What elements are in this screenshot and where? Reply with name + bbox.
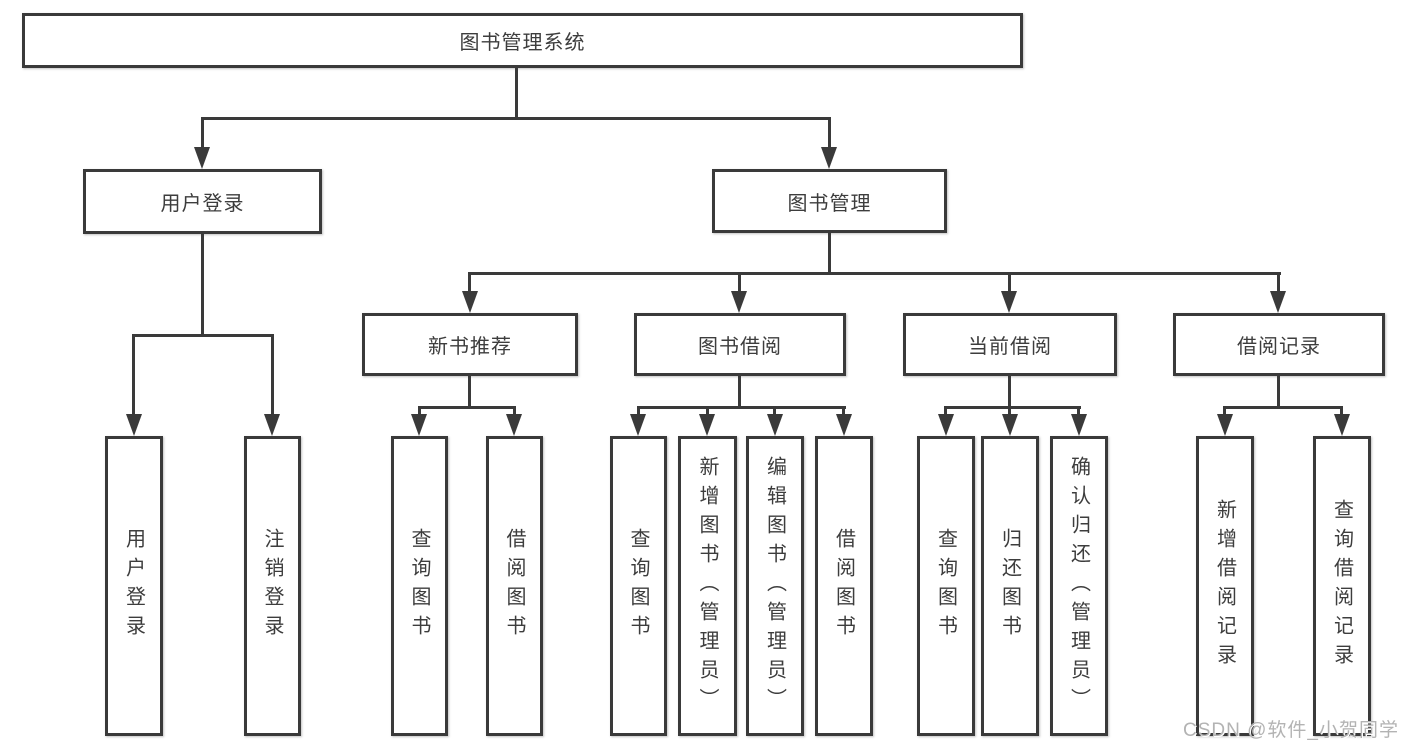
edge-stem-book-mgmt <box>828 117 831 148</box>
arrowhead-to-user-login <box>194 147 210 169</box>
node-label: 查询图书 <box>408 528 430 644</box>
node-book-borrowing: 图书借阅 <box>634 313 846 376</box>
edge-stem-book-borrow <box>738 272 741 292</box>
node-label: 当前借阅 <box>968 336 1052 358</box>
edge-stem-leaf <box>1077 406 1080 416</box>
arrowhead-to-leaf <box>506 414 522 436</box>
leaf-user-login: 用户登录 <box>105 436 163 736</box>
arrowhead-to-leaf <box>938 414 954 436</box>
arrowhead-to-current-borrow <box>1001 291 1017 313</box>
edge-stem-leaf <box>773 406 776 416</box>
edge-stem-leaf <box>944 406 947 416</box>
node-label: 新增图书（管理员） <box>696 455 718 717</box>
edge-level3-bus <box>468 272 1281 275</box>
node-label: 查询图书 <box>934 528 957 644</box>
arrowhead-to-book-borrow <box>731 291 747 313</box>
arrowhead-to-logout-leaf <box>264 414 280 436</box>
leaf-query-books: 查询图书 <box>391 436 448 736</box>
arrowhead-to-book-mgmt <box>821 147 837 169</box>
leaf-query-books: 查询图书 <box>610 436 667 736</box>
node-current-borrowing: 当前借阅 <box>903 313 1117 376</box>
node-label: 查询借阅记录 <box>1330 499 1353 673</box>
node-label: 注销登录 <box>261 528 283 644</box>
leaf-confirm-return-admin: 确认归还（管理员） <box>1050 436 1108 736</box>
node-borrow-records: 借阅记录 <box>1173 313 1385 376</box>
leaf-query-borrow-record: 查询借阅记录 <box>1313 436 1371 736</box>
edge-user-login-drop <box>201 234 204 334</box>
leaf-borrow-books: 借阅图书 <box>486 436 543 736</box>
node-user-login: 用户登录 <box>83 169 322 234</box>
node-label: 借阅图书 <box>832 528 855 644</box>
edge-root-drop <box>515 68 518 117</box>
edge-stem-leaf <box>1223 406 1226 416</box>
node-root-library-system: 图书管理系统 <box>22 13 1023 68</box>
node-label: 图书管理 <box>787 192 872 215</box>
node-label: 新增借阅记录 <box>1213 499 1236 673</box>
leaf-logout: 注销登录 <box>244 436 301 736</box>
edge-current-borrow-bus <box>944 406 1081 409</box>
edge-book-borrow-drop <box>738 376 741 406</box>
arrowhead-to-leaf <box>1334 414 1350 436</box>
leaf-add-borrow-record: 新增借阅记录 <box>1196 436 1254 736</box>
node-new-book-recommend: 新书推荐 <box>362 313 578 376</box>
arrowhead-to-leaf <box>767 414 783 436</box>
node-label: 确认归还（管理员） <box>1067 455 1090 717</box>
leaf-query-books: 查询图书 <box>917 436 975 736</box>
arrowhead-to-leaf <box>411 414 427 436</box>
node-label: 用户登录 <box>160 193 245 215</box>
node-label: 借阅图书 <box>503 528 525 644</box>
node-label: 查询图书 <box>627 528 649 644</box>
edge-borrow-records-drop <box>1277 376 1280 406</box>
edge-stem-new-books <box>468 272 471 292</box>
edge-stem-current-borrow <box>1008 272 1011 292</box>
node-label: 编辑图书（管理员） <box>763 455 786 717</box>
edge-stem-leaf <box>1340 406 1343 416</box>
arrowhead-to-leaf <box>1002 414 1018 436</box>
edge-user-login-bus <box>132 334 274 337</box>
edge-new-books-drop <box>468 376 471 406</box>
arrowhead-to-leaf <box>1071 414 1087 436</box>
edge-stem-leaf <box>418 406 421 416</box>
edge-stem-leaf <box>706 406 709 416</box>
edge-new-books-bus <box>418 406 516 409</box>
node-book-management: 图书管理 <box>712 169 947 233</box>
edge-stem-login-leaf <box>132 334 135 416</box>
arrowhead-to-leaf <box>630 414 646 436</box>
edge-stem-leaf <box>513 406 516 416</box>
edge-stem-borrow-records <box>1277 272 1280 292</box>
leaf-add-books-admin: 新增图书（管理员） <box>678 436 737 736</box>
leaf-return-books: 归还图书 <box>981 436 1039 736</box>
leaf-edit-books-admin: 编辑图书（管理员） <box>746 436 804 736</box>
edge-level2-bus <box>201 117 831 120</box>
edge-stem-leaf <box>637 406 640 416</box>
leaf-borrow-books: 借阅图书 <box>815 436 873 736</box>
node-label: 归还图书 <box>998 528 1021 644</box>
arrowhead-to-login-leaf <box>126 414 142 436</box>
edge-book-mgmt-drop <box>828 233 831 272</box>
node-label: 用户登录 <box>122 528 145 644</box>
edge-book-borrow-bus <box>637 406 846 409</box>
edge-stem-user-login <box>201 117 204 148</box>
edge-stem-leaf <box>842 406 845 416</box>
edge-stem-logout-leaf <box>271 334 274 416</box>
edge-current-borrow-drop <box>1008 376 1011 406</box>
arrowhead-to-leaf <box>699 414 715 436</box>
node-label: 图书管理系统 <box>459 32 586 54</box>
edge-borrow-records-bus <box>1223 406 1343 409</box>
edge-stem-leaf <box>1008 406 1011 416</box>
node-label: 图书借阅 <box>698 336 782 358</box>
node-label: 新书推荐 <box>428 336 512 358</box>
arrowhead-to-leaf <box>836 414 852 436</box>
arrowhead-to-new-books <box>462 291 478 313</box>
arrowhead-to-borrow-records <box>1270 291 1286 313</box>
node-label: 借阅记录 <box>1237 336 1321 358</box>
arrowhead-to-leaf <box>1217 414 1233 436</box>
